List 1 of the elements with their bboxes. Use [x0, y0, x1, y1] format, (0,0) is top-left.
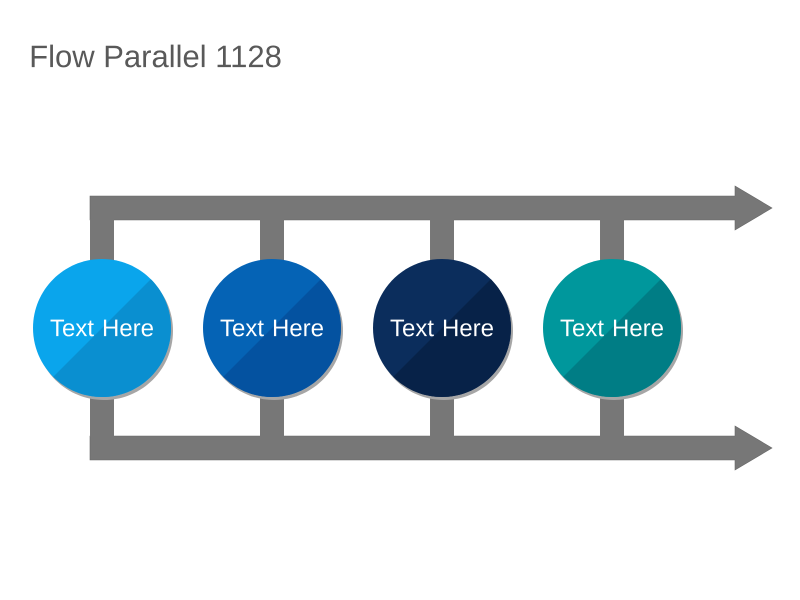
title: Flow Parallel 1128 — [32, 44, 281, 68]
